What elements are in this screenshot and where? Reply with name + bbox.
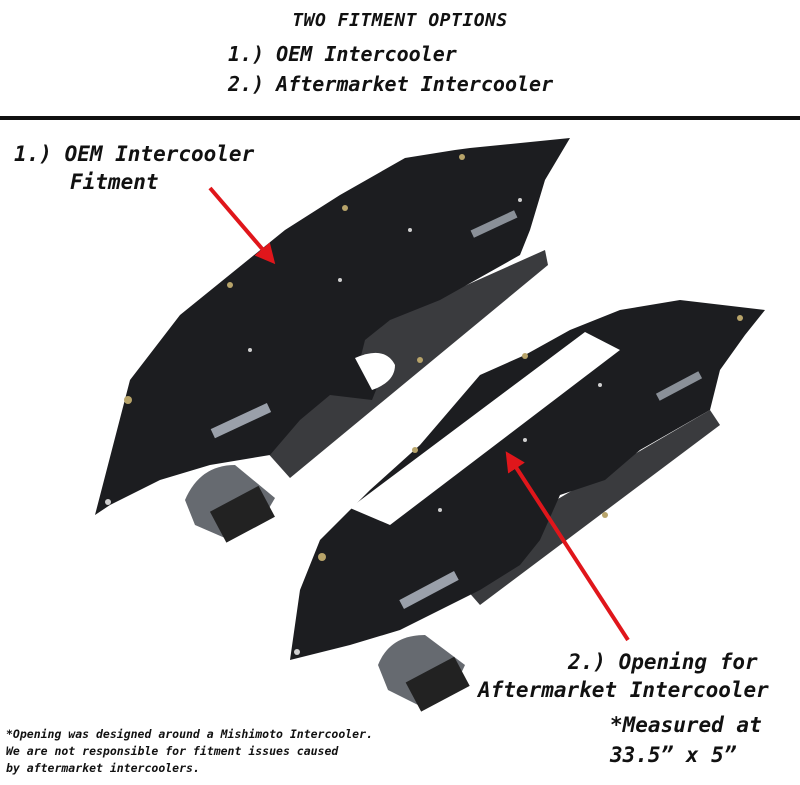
- header-title: TWO FITMENT OPTIONS: [292, 10, 508, 31]
- header: TWO FITMENT OPTIONS 1.) OEM Intercooler …: [0, 0, 800, 118]
- panel-aftermarket-opening: [350, 332, 620, 525]
- measurement-line-2: 33.5” x 5”: [610, 743, 737, 767]
- panel-oem: [95, 138, 570, 543]
- footnote-line-3: by aftermarket intercoolers.: [6, 761, 200, 775]
- panel-oem-plate: [95, 138, 570, 515]
- callout-oem-line-1: 1.) OEM Intercooler: [14, 142, 255, 166]
- header-divider: [0, 116, 800, 120]
- callout-aftermarket-line-2: Aftermarket Intercooler: [478, 678, 769, 702]
- measurement-line-1: *Measured at: [610, 713, 762, 737]
- panel-aftermarket-plate: [290, 300, 765, 660]
- footnote-line-1: *Opening was designed around a Mishimoto…: [6, 727, 373, 741]
- arrow-oem: [208, 186, 276, 265]
- panel-oem-flange: [265, 250, 548, 478]
- header-option-2: 2.) Aftermarket Intercooler: [228, 72, 554, 96]
- arrow-aftermarket: [505, 451, 630, 642]
- header-option-1: 1.) OEM Intercooler: [228, 42, 457, 66]
- panel-oem-slot: [210, 402, 272, 439]
- callout-oem-line-2: Fitment: [70, 170, 159, 194]
- product-photo: [95, 138, 765, 712]
- footnote-line-2: We are not responsible for fitment issue…: [6, 744, 339, 758]
- panel-aftermarket: [290, 300, 765, 712]
- callout-aftermarket-line-1: 2.) Opening for: [568, 650, 758, 674]
